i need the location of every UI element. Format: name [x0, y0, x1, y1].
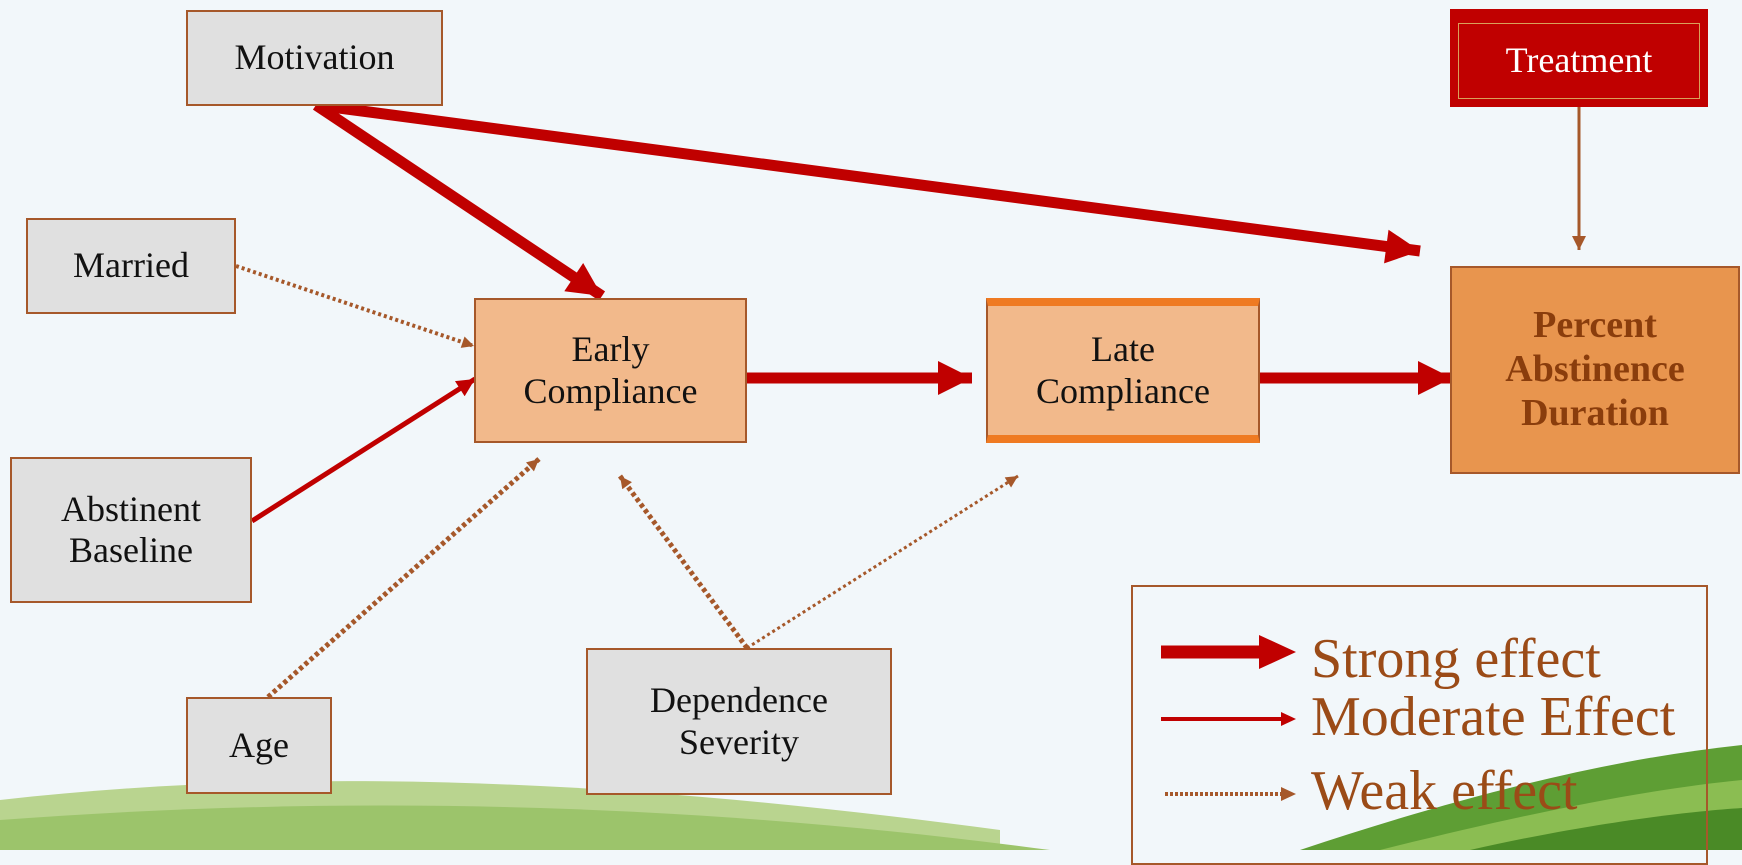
arrow-motivation-to-early [312, 100, 606, 301]
early-compliance-label-line2: Compliance [523, 370, 698, 411]
legend-strong-label: Strong effect [1311, 628, 1601, 690]
arrow-motivation-to-outcome [315, 99, 1421, 264]
arrow-married-to-early [235, 264, 475, 348]
abstinent-baseline-node: Abstinent Baseline [10, 457, 252, 603]
legend-weak-label: Weak effect [1311, 760, 1578, 822]
treatment-inner-frame: Treatment [1458, 23, 1700, 99]
early-compliance-node: Early Compliance [474, 298, 747, 443]
early-compliance-label-line1: Early [571, 329, 650, 370]
age-node: Age [186, 697, 332, 794]
arrow-baseline-to-early [250, 376, 477, 524]
arrow-severity-to-late [746, 474, 1019, 650]
legend: Strong effect Moderate Effect Weak effec… [1131, 585, 1708, 865]
legend-moderate-swatch [1161, 712, 1296, 726]
arrow-severity-to-early [617, 474, 750, 650]
abstinent-baseline-label-line1: Abstinent [61, 488, 201, 529]
motivation-label: Motivation [234, 37, 395, 78]
legend-weak-swatch [1165, 787, 1296, 801]
married-label: Married [73, 245, 189, 286]
motivation-node: Motivation [186, 10, 443, 106]
legend-moderate-label: Moderate Effect [1311, 686, 1676, 748]
arrow-age-to-early [266, 457, 541, 699]
outcome-label-line2: Abstinence [1505, 348, 1685, 391]
abstinent-baseline-label-line2: Baseline [69, 530, 193, 570]
dependence-severity-node: Dependence Severity [586, 648, 892, 795]
late-compliance-node: Late Compliance [986, 298, 1260, 443]
outcome-label-line3: Duration [1521, 391, 1669, 434]
treatment-node: Treatment [1450, 9, 1708, 107]
dependence-severity-label-line1: Dependence [650, 680, 828, 721]
dependence-severity-label-line2: Severity [679, 721, 799, 762]
late-compliance-label-line2: Compliance [1036, 370, 1210, 411]
percent-abstinence-duration-node: Percent Abstinence Duration [1450, 266, 1740, 474]
treatment-label: Treatment [1505, 40, 1653, 81]
married-node: Married [26, 218, 236, 314]
late-compliance-label-line1: Late [1091, 329, 1155, 370]
outcome-label-line1: Percent [1533, 304, 1657, 347]
age-label: Age [229, 724, 289, 765]
legend-strong-swatch [1161, 635, 1296, 669]
